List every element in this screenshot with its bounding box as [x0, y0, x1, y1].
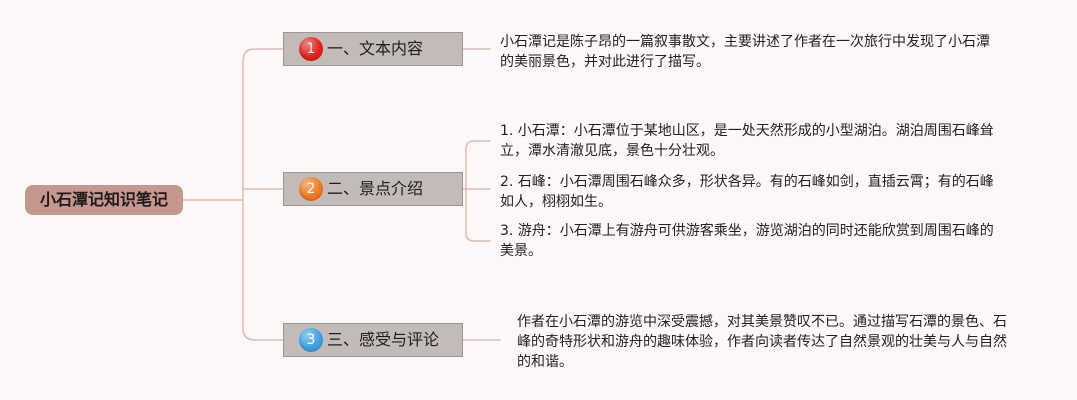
priority-1-icon: 1	[299, 37, 323, 61]
detail-line: 2. 石峰：小石潭周围石峰众多，形状各异。有的石峰如剑，直插云霄；有的石峰	[500, 174, 994, 190]
detail-line: 的和谐。	[517, 354, 573, 370]
branch-topic-label: 二、景点介绍	[327, 179, 424, 198]
connector-branch-2-bracket	[465, 140, 491, 242]
detail-topic-scenic-2[interactable]: 2. 石峰：小石潭周围石峰众多，形状各异。有的石峰如剑，直插云霄；有的石峰 如人…	[500, 172, 994, 212]
detail-line: 小石潭记是陈子昂的一篇叙事散文，主要讲述了作者在一次旅行中发现了小石潭	[500, 34, 990, 50]
detail-line: 1. 小石潭：小石潭位于某地山区，是一处天然形成的小型湖泊。湖泊周围石峰耸	[500, 123, 994, 139]
detail-topic-scenic-1[interactable]: 1. 小石潭：小石潭位于某地山区，是一处天然形成的小型湖泊。湖泊周围石峰耸 立，…	[500, 121, 994, 161]
detail-line: 美景。	[500, 243, 542, 259]
connector-trunk	[242, 48, 284, 341]
priority-2-icon: 2	[299, 177, 323, 201]
branch-topic-3[interactable]: 3 三、感受与评论	[283, 323, 463, 357]
branch-topic-2[interactable]: 2 二、景点介绍	[283, 172, 463, 206]
detail-topic-text-content[interactable]: 小石潭记是陈子昂的一篇叙事散文，主要讲述了作者在一次旅行中发现了小石潭 的美丽景…	[500, 32, 990, 72]
root-topic[interactable]: 小石潭记知识笔记	[25, 185, 183, 215]
priority-3-icon: 3	[299, 328, 323, 352]
detail-topic-scenic-3[interactable]: 3. 游舟：小石潭上有游舟可供游客乘坐，游览湖泊的同时还能欣赏到周围石峰的 美景…	[500, 221, 994, 261]
branch-topic-1[interactable]: 1 一、文本内容	[283, 32, 463, 66]
detail-line: 3. 游舟：小石潭上有游舟可供游客乘坐，游览湖泊的同时还能欣赏到周围石峰的	[500, 223, 994, 239]
detail-line: 如人，栩栩如生。	[500, 194, 612, 210]
branch-topic-label: 一、文本内容	[327, 39, 424, 58]
detail-line: 作者在小石潭的游览中深受震撼，对其美景赞叹不已。通过描写石潭的景色、石	[517, 314, 1007, 330]
detail-line: 的美丽景色，并对此进行了描写。	[500, 54, 710, 70]
detail-line: 峰的奇特形状和游舟的趣味体验，作者向读者传达了自然景观的壮美与人与自然	[517, 334, 1007, 350]
detail-topic-reflection[interactable]: 作者在小石潭的游览中深受震撼，对其美景赞叹不已。通过描写石潭的景色、石 峰的奇特…	[517, 312, 1007, 372]
detail-line: 立，潭水清澈见底，景色十分壮观。	[500, 143, 724, 159]
branch-topic-label: 三、感受与评论	[327, 330, 440, 349]
root-topic-label: 小石潭记知识笔记	[39, 190, 168, 209]
